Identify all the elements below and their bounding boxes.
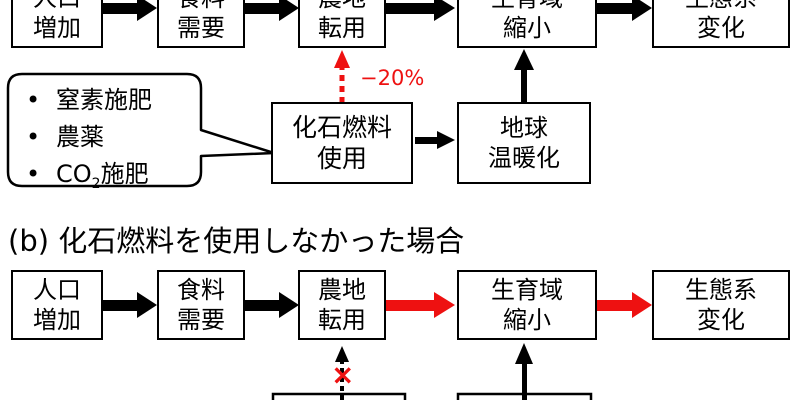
node-label: 増加 (33, 14, 81, 42)
node-a-fossil-fuel: 化石燃料 使用 (271, 102, 413, 184)
edge-b-population-to-food (103, 292, 157, 318)
edge-a-population-to-food (103, 0, 157, 21)
node-b-warming-partial (456, 392, 593, 400)
node-label: 食料 (177, 0, 225, 13)
node-label: 変化 (697, 306, 745, 334)
node-label: 食料 (177, 276, 225, 304)
edge-b-fossil-to-farmland-blocked (335, 346, 349, 400)
node-label: 縮小 (503, 14, 551, 42)
callout-item: 農薬 (26, 119, 152, 156)
node-label: 生態系 (685, 276, 757, 304)
callout-list: 窒素施肥 農薬 CO2施肥 (26, 82, 152, 203)
edge-a-fossil-to-warming (415, 131, 455, 149)
node-label: 変化 (697, 14, 745, 42)
node-b-habitat: 生育域 縮小 (457, 270, 597, 340)
node-label: 人口 (33, 276, 81, 304)
edge-a-habitat-to-ecosystem (597, 0, 652, 21)
node-a-ecosystem: 生態系 変化 (652, 0, 790, 48)
edge-b-farmland-to-habitat (386, 292, 455, 318)
node-label: 化石燃料 (291, 112, 392, 142)
node-a-habitat: 生育域 縮小 (457, 0, 597, 48)
node-label: 需要 (177, 306, 225, 334)
node-a-global-warming: 地球 温暖化 (457, 102, 591, 184)
node-label: 需要 (177, 14, 225, 42)
node-label: 生育域 (491, 0, 563, 13)
edge-b-habitat-to-ecosystem (597, 292, 652, 318)
node-label: 生態系 (685, 0, 757, 13)
node-label: 増加 (33, 306, 81, 334)
node-label: 縮小 (503, 306, 551, 334)
edge-a-food-to-farmland (245, 0, 299, 21)
node-label: 人口 (33, 0, 81, 13)
node-label: 使用 (316, 144, 367, 173)
node-b-food: 食料 需要 (157, 270, 245, 340)
node-b-population: 人口 増加 (11, 270, 103, 340)
edge-a-warming-to-habitat (514, 49, 534, 102)
node-label: 温暖化 (488, 144, 560, 172)
node-label: 農地 (318, 276, 366, 304)
edge-b-food-to-farmland (245, 292, 299, 318)
callout-item: CO2施肥 (26, 156, 152, 203)
edge-a-fossil-to-farmland-reduced (334, 50, 350, 103)
node-label: 生育域 (491, 276, 563, 304)
blocked-mark: × (331, 358, 355, 391)
callout-item: 窒素施肥 (26, 82, 152, 119)
node-a-farmland: 農地 転用 (298, 0, 386, 48)
edge-b-warming-to-habitat (515, 343, 533, 400)
panel-b-title: (b) 化石燃料を使用しなかった場合 (8, 224, 465, 258)
node-label: 地球 (500, 114, 548, 142)
node-b-farmland: 農地 転用 (298, 270, 386, 340)
reduction-label: −20% (360, 66, 425, 90)
node-label: 転用 (318, 14, 366, 42)
node-a-population: 人口 増加 (11, 0, 103, 48)
edge-a-farmland-to-habitat (386, 0, 455, 21)
node-b-ecosystem: 生態系 変化 (652, 270, 790, 340)
node-label: 転用 (318, 306, 366, 334)
node-a-food: 食料 需要 (157, 0, 245, 48)
node-label: 農地 (318, 0, 366, 13)
node-b-fossil-partial (271, 392, 407, 400)
